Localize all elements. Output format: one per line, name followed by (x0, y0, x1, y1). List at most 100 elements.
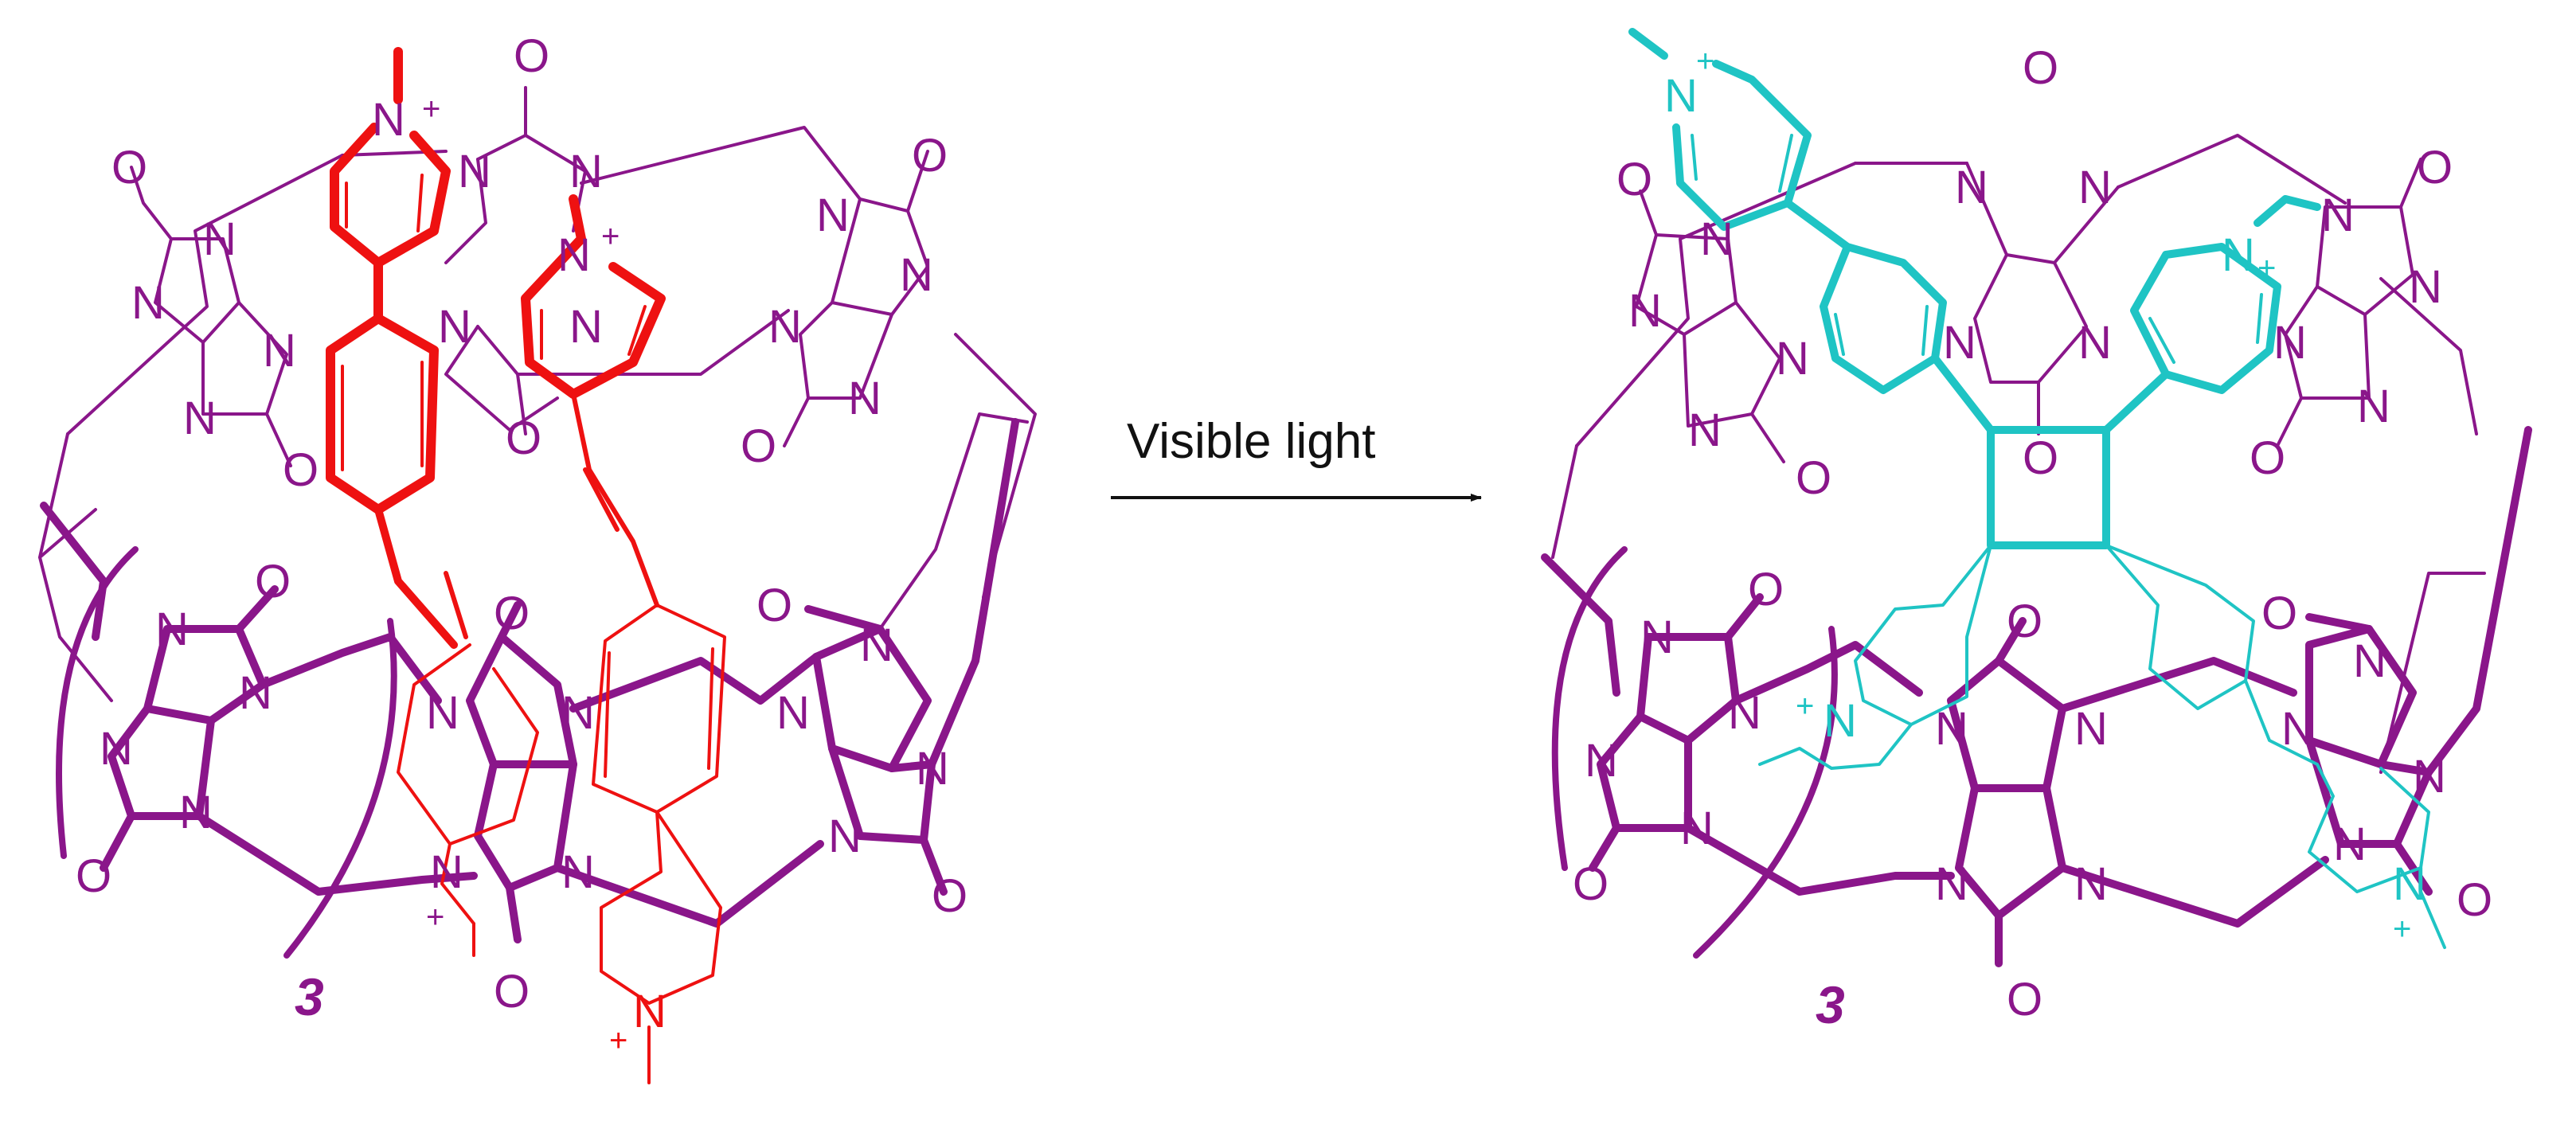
left-n-ul-1: N (203, 213, 236, 265)
left-n-ur-2: N (900, 249, 933, 301)
right-n-lr-1: N (2353, 635, 2386, 687)
right-charge-lr: + (2393, 912, 2411, 947)
left-atom-labels: N + O N N N + N N O O N N N N O O N N N … (76, 30, 967, 1058)
left-guest-stilbazolium-dimer (326, 47, 726, 1084)
left-n-mid-1: N (438, 301, 471, 353)
left-n-top-1: N (458, 146, 491, 197)
left-o-ur-2: O (741, 420, 776, 472)
left-charge-top: + (422, 92, 440, 127)
left-n-ul-3: N (263, 325, 296, 377)
left-n-lr-3: N (916, 743, 949, 795)
right-n-lr-2: N (2281, 703, 2315, 755)
left-o-lr-2: O (932, 870, 967, 922)
left-o-top: O (514, 30, 549, 82)
right-n-ll-3: N (1585, 735, 1618, 787)
left-o-center-top: O (494, 588, 530, 639)
right-n-ur-1: N (2321, 189, 2355, 241)
right-n-center-1: N (1935, 703, 1968, 755)
right-o-ur-2: O (2250, 432, 2285, 484)
left-n-center-3: N (561, 846, 595, 898)
left-n-ul-2: N (131, 277, 165, 329)
left-host-cucurbituril (38, 86, 1037, 959)
right-o-ul-2: O (1796, 452, 1831, 504)
right-n-plus-lr: N (2393, 858, 2426, 910)
left-n-ur-3: N (768, 301, 802, 353)
left-n-plus-bottom: N (633, 986, 666, 1037)
right-n-plus-ur: N (2222, 229, 2255, 281)
right-n-ul-2: N (1628, 285, 1662, 337)
right-n-ur-2: N (2409, 261, 2442, 313)
right-o-lr-1: O (2261, 588, 2297, 639)
right-charge-ul: + (1696, 44, 1714, 79)
left-o-ur: O (912, 130, 948, 182)
right-n-plus-ul: N (1664, 70, 1698, 122)
reaction-arrow: Visible light (1111, 414, 1482, 502)
left-charge-bottom: + (609, 1023, 627, 1058)
left-n-lr-4: N (828, 810, 862, 862)
right-o-ur: O (2417, 142, 2453, 193)
left-charge-mid: + (601, 219, 620, 254)
right-o-ll-1: O (1748, 564, 1784, 615)
right-n-lr-3: N (2413, 751, 2446, 803)
left-n-ll-3: N (100, 723, 133, 775)
right-n-center-4: N (2074, 858, 2108, 910)
left-o-ll-1: O (255, 556, 291, 607)
right-atom-labels: N + N + N + N + O N N N N O O N N N N O … (1573, 42, 2492, 1034)
right-o-ul: O (1616, 154, 1652, 205)
left-o-ul: O (111, 142, 147, 193)
reaction-condition: Visible light (1127, 414, 1375, 469)
left-n-plus-low: N (430, 846, 463, 898)
right-n-ur-4: N (2357, 381, 2390, 432)
left-n-mid-2: N (569, 301, 603, 353)
left-n-center-2: N (561, 687, 595, 739)
right-n-top-1: N (1955, 162, 1988, 213)
left-o-ul-2: O (283, 444, 319, 496)
right-repeat-label: 3 (1816, 975, 1845, 1034)
left-n-center-1: N (426, 687, 459, 739)
right-o-mid: O (2023, 432, 2058, 484)
left-o-center-bottom: O (494, 966, 530, 1017)
right-n-ul-4: N (1688, 404, 1722, 456)
right-charge-ll: + (1796, 689, 1814, 724)
left-n-lr-2: N (776, 687, 810, 739)
right-n-ur-3: N (2273, 317, 2307, 369)
right-o-center-bottom: O (2007, 974, 2042, 1025)
left-n-plus-mid: N (557, 229, 591, 281)
right-n-mid-2: N (2078, 317, 2112, 369)
right-o-center-top: O (2007, 596, 2042, 647)
left-n-lr-1: N (860, 619, 893, 671)
right-n-mid-1: N (1943, 317, 1976, 369)
right-n-ll-4: N (1680, 803, 1714, 854)
left-n-top-2: N (569, 146, 603, 197)
right-o-ll-2: O (1573, 858, 1609, 910)
right-n-ll-1: N (1640, 611, 1674, 663)
right-host-cucurbituril (1541, 134, 2532, 967)
left-o-mid: O (506, 412, 541, 464)
right-complex: N + N + N + N + O N N N N O O N N N N O … (1541, 28, 2532, 1034)
right-n-ul-1: N (1700, 213, 1734, 265)
left-n-ll-2: N (239, 667, 272, 719)
left-n-ur-4: N (848, 373, 881, 424)
left-complex: N + O N N N + N N O O N N N N O O N N N … (38, 30, 1037, 1084)
right-n-plus-ll: N (1824, 695, 1857, 747)
left-n-ul-4: N (183, 393, 217, 444)
right-n-center-2: N (2074, 703, 2108, 755)
right-n-center-3: N (1935, 858, 1968, 910)
right-n-ul-3: N (1776, 333, 1809, 385)
left-charge-low: + (426, 900, 444, 935)
left-n-ur-1: N (816, 189, 850, 241)
left-n-plus-top: N (372, 94, 405, 146)
left-repeat-label: 3 (295, 967, 324, 1026)
left-n-ll-1: N (155, 603, 189, 655)
left-n-ll-4: N (179, 787, 213, 838)
right-o-top: O (2023, 42, 2058, 94)
right-charge-ur: + (2257, 251, 2276, 286)
right-o-lr-2: O (2457, 874, 2492, 926)
right-n-ll-2: N (1728, 687, 1761, 739)
right-n-lr-4: N (2333, 818, 2367, 870)
left-o-ll-2: O (76, 850, 111, 902)
left-o-lr-1: O (756, 580, 792, 631)
right-n-top-2: N (2078, 162, 2112, 213)
right-guest-cyclobutane-dimer (1628, 28, 2446, 949)
